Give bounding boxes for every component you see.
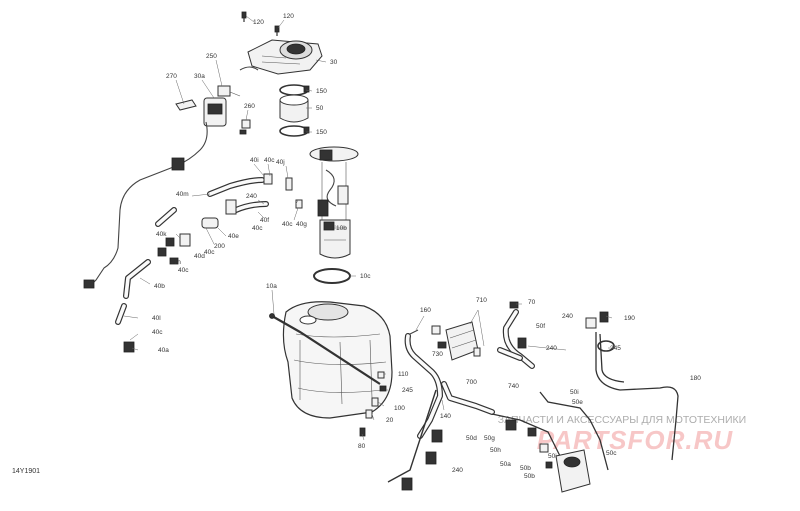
callout-label: 50d [466, 435, 477, 442]
callout-label: 50i [548, 453, 557, 460]
callout-label: 40d [194, 253, 205, 260]
callout-label: 160 [420, 307, 431, 314]
callout-label: 240 [546, 345, 557, 352]
fuel-tank-10a [269, 301, 393, 419]
callout-label: 180 [690, 375, 701, 382]
callout-label: 40k [156, 231, 167, 238]
callout-label: 40c [252, 225, 263, 232]
bracket-270 [175, 99, 197, 111]
callout-label: 730 [432, 351, 443, 358]
callout-label: 50h [490, 447, 501, 454]
callout-label: 30a [194, 73, 205, 80]
callout-label: 40c [152, 329, 163, 336]
parts-layer [83, 11, 679, 493]
callout-label: 10a [266, 283, 277, 290]
callout-label: 240 [246, 193, 257, 200]
callout-label: 245 [402, 387, 413, 394]
callout-label: 240 [452, 467, 463, 474]
ring-50 [279, 94, 309, 123]
callout-label: 40g [296, 221, 307, 228]
callout-label: 140 [440, 413, 451, 420]
seal-10c [313, 268, 351, 284]
callout-label: 150 [316, 88, 327, 95]
leader-lines [123, 15, 614, 441]
callout-label: 710 [476, 297, 487, 304]
callout-label: 20 [386, 417, 394, 424]
callout-label: 40b [154, 283, 165, 290]
callout-label: 200 [214, 243, 225, 250]
harness-end-connector [83, 279, 95, 289]
screw-120-a [241, 11, 247, 22]
callout-label: 50 [316, 105, 324, 112]
callout-label: 100 [394, 405, 405, 412]
callout-label: 260 [244, 103, 255, 110]
callout-label: 40m [176, 191, 189, 198]
callout-label: 40c [204, 249, 215, 256]
clamp-150-upper [279, 84, 310, 96]
callout-label: 30 [330, 59, 338, 66]
callout-label: 70 [528, 299, 536, 306]
hose-group-40 [115, 173, 303, 353]
callout-label: 50i [570, 389, 579, 396]
callout-label: 120 [253, 19, 264, 26]
pump-cover-30 [239, 39, 323, 75]
callout-label: 700 [466, 379, 477, 386]
callout-label: 40a [158, 347, 169, 354]
valve-700 [431, 321, 481, 361]
callout-label: 40i [250, 157, 259, 164]
callout-label: 50a [500, 461, 511, 468]
callout-label: 245 [610, 345, 621, 352]
sensor-30a [203, 85, 241, 127]
clip-260 [239, 119, 251, 135]
callout-label: 50f [536, 323, 545, 330]
callout-label: 270 [166, 73, 177, 80]
callout-label: 40e [228, 233, 239, 240]
callout-label: 40c [178, 267, 189, 274]
harness-connector [171, 157, 185, 171]
callout-label: 740 [508, 383, 519, 390]
callout-label: 40c [264, 157, 275, 164]
callout-label: 50c [606, 450, 617, 457]
callout-label: 250 [206, 53, 217, 60]
callout-label: 50e [572, 399, 583, 406]
fuel-pump-10b [309, 146, 359, 259]
callout-label: 40j [276, 159, 285, 166]
callout-label: 150 [316, 129, 327, 136]
clamps-240-right [509, 301, 615, 352]
connectors-240-bottom [401, 429, 443, 491]
callout-label: 50b [524, 473, 535, 480]
callout-label: 40l [152, 315, 161, 322]
callout-label: 40h [170, 259, 181, 266]
diagram-id: 14Y1901 [12, 468, 40, 475]
callout-label: 40c [282, 221, 293, 228]
callout-label: 190 [624, 315, 635, 322]
screw-120-b [274, 25, 280, 36]
callout-label: 10c [360, 273, 371, 280]
watermark-logo: PARTSFOR.RU [537, 425, 734, 455]
callout-label: 80 [358, 443, 366, 450]
watermark-tagline: ЗАПЧАСТИ И АКСЕССУАРЫ ДЛЯ МОТОТЕХНИКИ [498, 414, 746, 426]
clamp-150-lower [279, 125, 310, 137]
callout-label: 50b [520, 465, 531, 472]
fasteners-tank [359, 371, 387, 437]
callout-label: 240 [562, 313, 573, 320]
callout-label: 110 [398, 371, 409, 378]
callout-label: 50g [484, 435, 495, 442]
wire-harness [89, 121, 208, 287]
canister-50a [505, 419, 591, 493]
callout-label: 10b [336, 225, 347, 232]
callout-label: 120 [283, 13, 294, 20]
vent-hoses [387, 309, 679, 483]
callout-label: 40f [260, 217, 269, 224]
watermark: ЗАПЧАСТИ И АКСЕССУАРЫ ДЛЯ МОТОТЕХНИКИ PA… [498, 414, 746, 455]
